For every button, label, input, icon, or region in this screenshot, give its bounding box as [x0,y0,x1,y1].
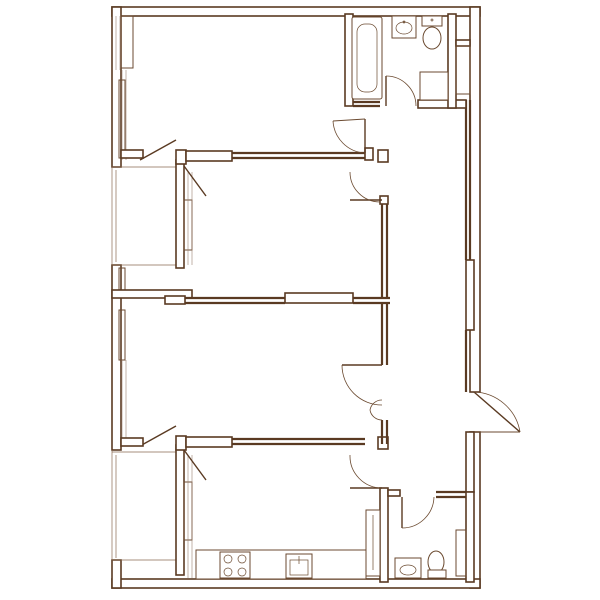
balcony-upper [111,139,207,269]
doors [332,118,521,489]
balcony-door-upper-leaf[interactable] [183,165,207,197]
burner-4 [237,567,247,577]
wall-top-mid [185,150,233,162]
balcony-door-lower-leaf[interactable] [183,449,207,481]
burner-3 [223,567,233,577]
balcony-lower [111,425,207,578]
wall-stub-upper [120,149,144,159]
entrance-door[interactable] [473,391,521,433]
burner-1 [223,554,233,564]
sink-top [391,15,417,39]
kitchen [195,549,367,580]
wall-mid-mid [111,289,193,299]
burner-2 [237,554,247,564]
left-exterior-wall-1 [111,6,122,168]
bathroom-top [344,13,471,109]
bathroom-bottom [365,487,475,583]
washer-box [419,71,449,101]
left-exterior-wall-3 [111,559,122,589]
bottom-exterior-wall [111,578,481,589]
wall-mid-bottom [185,436,233,448]
wall-stub-upper-right [175,149,187,165]
top-exterior-wall [111,6,481,17]
interior-walls [111,100,475,493]
bathtub [351,16,383,100]
right-exterior-wall-upper [469,6,481,393]
